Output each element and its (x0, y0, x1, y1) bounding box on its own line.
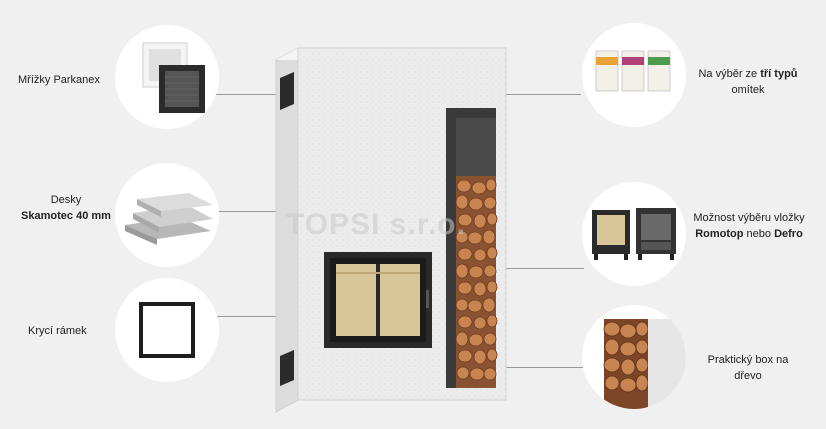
boards-label-line1: Desky (50, 194, 82, 206)
fireplace-illustration (275, 47, 507, 413)
firewood-stack-icon (455, 176, 498, 388)
connector-grilles (213, 94, 293, 95)
boards-label: Desky Skamotec 40 mm (18, 192, 114, 224)
connector-insert (430, 268, 584, 269)
boards-label-line2: Skamotec 40 mm (21, 210, 111, 222)
fireplace-insert-icon (324, 252, 432, 348)
woodbox-icon (582, 305, 686, 409)
cover-frame-icon (139, 302, 195, 358)
insert-models-icon (592, 208, 676, 260)
connector-frame (213, 316, 323, 317)
frame-label: Krycí rámek (28, 325, 87, 337)
plaster-label: Na výběr ze tří typů omítek (692, 66, 804, 98)
plaster-label-line2: omítek (731, 84, 765, 96)
woodbox-label-line2: dřevo (734, 370, 762, 382)
insulation-boards-icon (125, 193, 213, 245)
plaster-label-line1: Na výběr ze tří typů (698, 68, 798, 80)
woodbox-label-line1: Praktický box na (707, 354, 789, 366)
grilles-circle (115, 25, 219, 129)
grille-panels-icon (142, 42, 205, 113)
watermark: TOPSI s.r.o. (286, 208, 466, 241)
insert-circle (582, 182, 686, 286)
insert-label: Možnost výběru vložky Romotop nebo Defro (687, 210, 811, 242)
grilles-label: Mřížky Parkanex (18, 74, 100, 86)
woodbox-label: Praktický box na dřevo (692, 352, 804, 384)
plaster-bags-icon (595, 50, 671, 92)
boards-circle (115, 163, 219, 267)
woodbox-circle (582, 305, 686, 409)
insert-label-line2: Romotop nebo Defro (695, 228, 803, 240)
lower-grille-icon (280, 350, 294, 386)
plaster-circle (582, 23, 686, 127)
insert-label-line1: Možnost výběru vložky (693, 212, 805, 224)
connector-woodbox (470, 367, 584, 368)
upper-grille-icon (280, 72, 294, 110)
frame-circle (115, 278, 219, 382)
